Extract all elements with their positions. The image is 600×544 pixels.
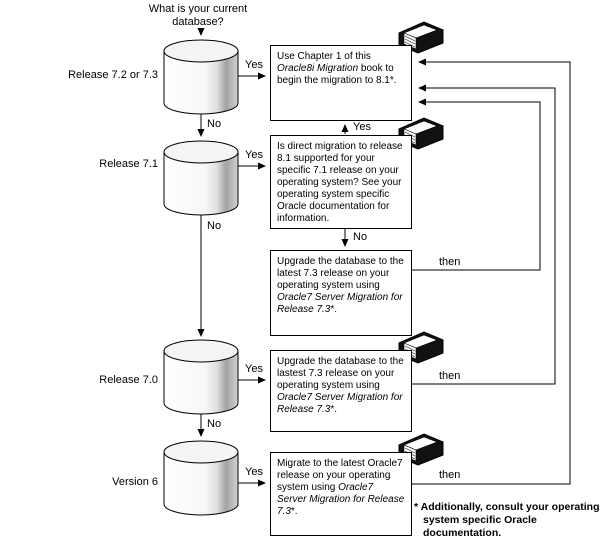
- database-cylinder-release-72-73: [163, 39, 239, 115]
- yes-label-db4: Yes: [245, 466, 263, 478]
- no-label-db1: No: [207, 118, 222, 130]
- arrow-box4-then-loop: [412, 84, 556, 385]
- box-upgrade-71-to-73: Upgrade the database to the latest 7.3 r…: [270, 250, 412, 336]
- then-label-box3: then: [439, 256, 461, 268]
- database-cylinder-release-70: [163, 339, 239, 415]
- no-label-box2: No: [353, 231, 368, 243]
- box-use-chapter-1: Use Chapter 1 of this Oracle8i Migration…: [270, 45, 412, 121]
- yes-label-box2: Yes: [353, 121, 371, 133]
- box-text-italic: Oracle8i Migration: [277, 63, 359, 74]
- box-text-part: *.: [290, 506, 298, 517]
- db-label-release-70: Release 7.0: [99, 374, 158, 386]
- box-upgrade-70-to-73: Upgrade the database to the lastest 7.3 …: [270, 350, 412, 432]
- box-text-part: Upgrade the database to the lastest 7.3 …: [277, 356, 404, 391]
- box-text-part: Upgrade the database to the latest 7.3 r…: [277, 256, 404, 291]
- database-cylinder-release-71: [163, 140, 239, 216]
- box-text-italic: Oracle7 Server Migration for Release 7.3: [277, 392, 403, 415]
- box-text-part: Migrate to the latest Oracle7 release on…: [277, 458, 403, 493]
- box-text-part: Use Chapter 1 of this: [277, 51, 371, 62]
- box-text-part: *.: [330, 304, 338, 315]
- yes-label-db1: Yes: [245, 59, 263, 71]
- box-text-part: Is direct migration to release 8.1 suppo…: [277, 141, 403, 224]
- db-label-release-71: Release 7.1: [99, 158, 158, 170]
- box-text-part: book to begin the migration to 8.1*.: [277, 63, 397, 86]
- box-direct-migration-question: Is direct migration to release 8.1 suppo…: [270, 135, 412, 229]
- yes-label-db2: Yes: [245, 149, 263, 161]
- box-migrate-v6: Migrate to the latest Oracle7 release on…: [270, 452, 412, 536]
- arrow-box3-then-loop: [412, 98, 541, 271]
- db-label-version-6: Version 6: [112, 476, 158, 488]
- then-label-box4: then: [439, 370, 461, 382]
- database-cylinder-version-6: [163, 440, 239, 516]
- arrow-box5-then-loop: [412, 58, 571, 485]
- then-label-box5: then: [439, 469, 461, 481]
- page-title: What is your current database?: [148, 3, 248, 28]
- footnote: * Additionally, consult your operating s…: [414, 501, 600, 539]
- box-text-italic: Oracle7 Server Migration for Release 7.3: [277, 292, 403, 315]
- connector-arrows: [197, 28, 571, 487]
- no-label-db2: No: [207, 220, 222, 232]
- no-label-db3: No: [207, 418, 222, 430]
- yes-label-db3: Yes: [245, 363, 263, 375]
- db-label-release-72-73: Release 7.2 or 7.3: [68, 69, 158, 81]
- box-text-italic: Oracle7 Server Migration for Release 7.3: [277, 482, 405, 517]
- box-text-part: *.: [330, 404, 338, 415]
